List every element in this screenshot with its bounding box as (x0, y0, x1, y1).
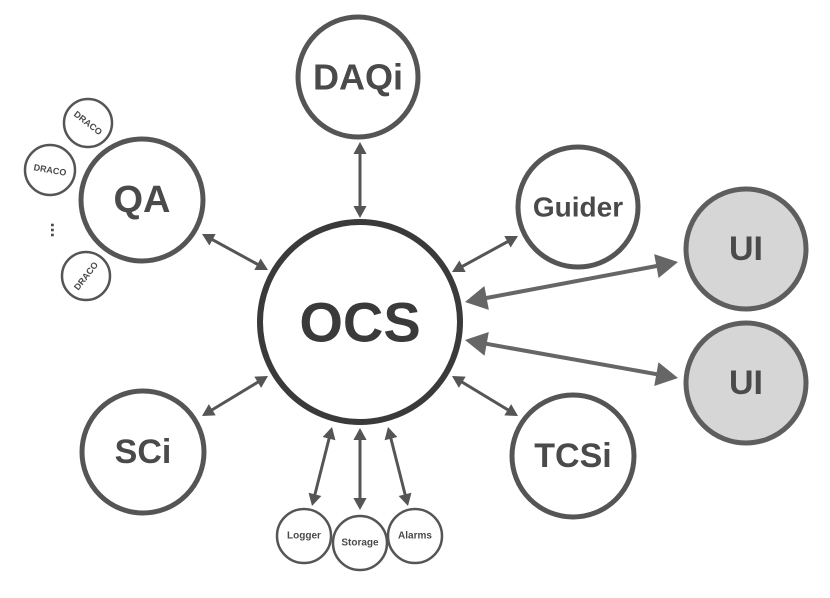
arrowhead-icon (465, 286, 489, 310)
edge-ocs-daqi (353, 142, 367, 218)
ui-2-label: UI (729, 364, 763, 402)
edge-ocs-alarms (384, 427, 412, 506)
alarms-label: Alarms (398, 531, 432, 542)
guider-label: Guider (533, 192, 623, 223)
arrowhead-icon (452, 376, 466, 388)
arrow-shaft (481, 263, 662, 301)
arrow-shaft (388, 435, 408, 498)
node-storage: Storage (331, 514, 389, 572)
draco-ellipsis: ... (47, 222, 67, 237)
draco-3-circle (60, 250, 112, 302)
arrowhead-icon (504, 404, 518, 416)
arrowhead-icon (465, 331, 489, 356)
node-draco-3: DRACO (60, 250, 112, 302)
edge-ocs-ui-2 (465, 331, 678, 387)
nodes: DAQi DRACO DRACO QA ... DRACO Guider UI (23, 14, 809, 572)
arrowhead-icon (398, 492, 412, 506)
storage-label: Storage (341, 538, 379, 549)
arrowhead-icon (353, 428, 367, 440)
qa-circle (78, 136, 206, 264)
arrowhead-icon (504, 235, 518, 248)
draco-2-circle (23, 143, 77, 197)
node-sci: SCi (79, 388, 207, 516)
node-guider: Guider (515, 144, 641, 270)
node-draco-1: DRACO (62, 97, 114, 149)
arrowhead-icon (384, 427, 398, 441)
arrowhead-icon (308, 492, 322, 506)
node-logger: Logger (275, 507, 333, 565)
ocs-label: OCS (299, 291, 420, 354)
edge-ocs-logger (308, 427, 336, 506)
edge-ocs-storage (353, 428, 367, 510)
storage-circle (331, 514, 389, 572)
edge-ocs-guider (452, 235, 518, 273)
daqi-circle (295, 14, 421, 140)
arrow-shaft (209, 379, 261, 413)
arrowhead-icon (452, 260, 466, 273)
arrow-shaft (459, 239, 511, 269)
draco-1-circle (62, 97, 114, 149)
node-ui-1: UI (683, 186, 809, 312)
logger-circle (275, 507, 333, 565)
edge-ocs-ui-1 (465, 254, 678, 310)
sci-label: SCi (115, 433, 172, 471)
edge-ocs-qa (202, 233, 268, 271)
arrow-shaft (459, 379, 511, 413)
ui-2-circle (683, 320, 809, 446)
node-tcsi: TCSi (509, 392, 637, 520)
node-draco-2: DRACO (23, 143, 77, 197)
daqi-label: DAQi (313, 57, 403, 98)
node-alarms: Alarms (386, 507, 444, 565)
arrowhead-icon (353, 206, 367, 218)
arrowhead-icon (254, 258, 268, 271)
arrowhead-icon (654, 362, 678, 387)
edges (202, 142, 678, 510)
arrowhead-icon (353, 142, 367, 154)
tcsi-label: TCSi (534, 437, 611, 475)
tcsi-circle (509, 392, 637, 520)
node-ui-2: UI (683, 320, 809, 446)
guider-circle (515, 144, 641, 270)
node-ocs: OCS (257, 219, 463, 425)
node-ellipsis: ... (47, 222, 67, 237)
arrowhead-icon (322, 427, 336, 441)
edge-ocs-tcsi (452, 376, 518, 416)
qa-label: QA (114, 179, 171, 221)
arrowhead-icon (353, 498, 367, 510)
arrow-shaft (481, 341, 662, 377)
arrowhead-icon (654, 254, 678, 278)
arrowhead-icon (202, 233, 216, 246)
arrowhead-icon (202, 404, 216, 416)
alarms-circle (386, 507, 444, 565)
ocs-circle (257, 219, 463, 425)
arrow-shaft (209, 237, 261, 267)
node-qa: QA (78, 136, 206, 264)
sci-circle (79, 388, 207, 516)
arrow-shaft (312, 435, 332, 498)
ui-1-circle (683, 186, 809, 312)
edge-ocs-sci (202, 376, 268, 416)
logger-label: Logger (287, 531, 321, 542)
ui-1-label: UI (729, 230, 763, 268)
node-daqi: DAQi (295, 14, 421, 140)
arrowhead-icon (254, 376, 268, 388)
